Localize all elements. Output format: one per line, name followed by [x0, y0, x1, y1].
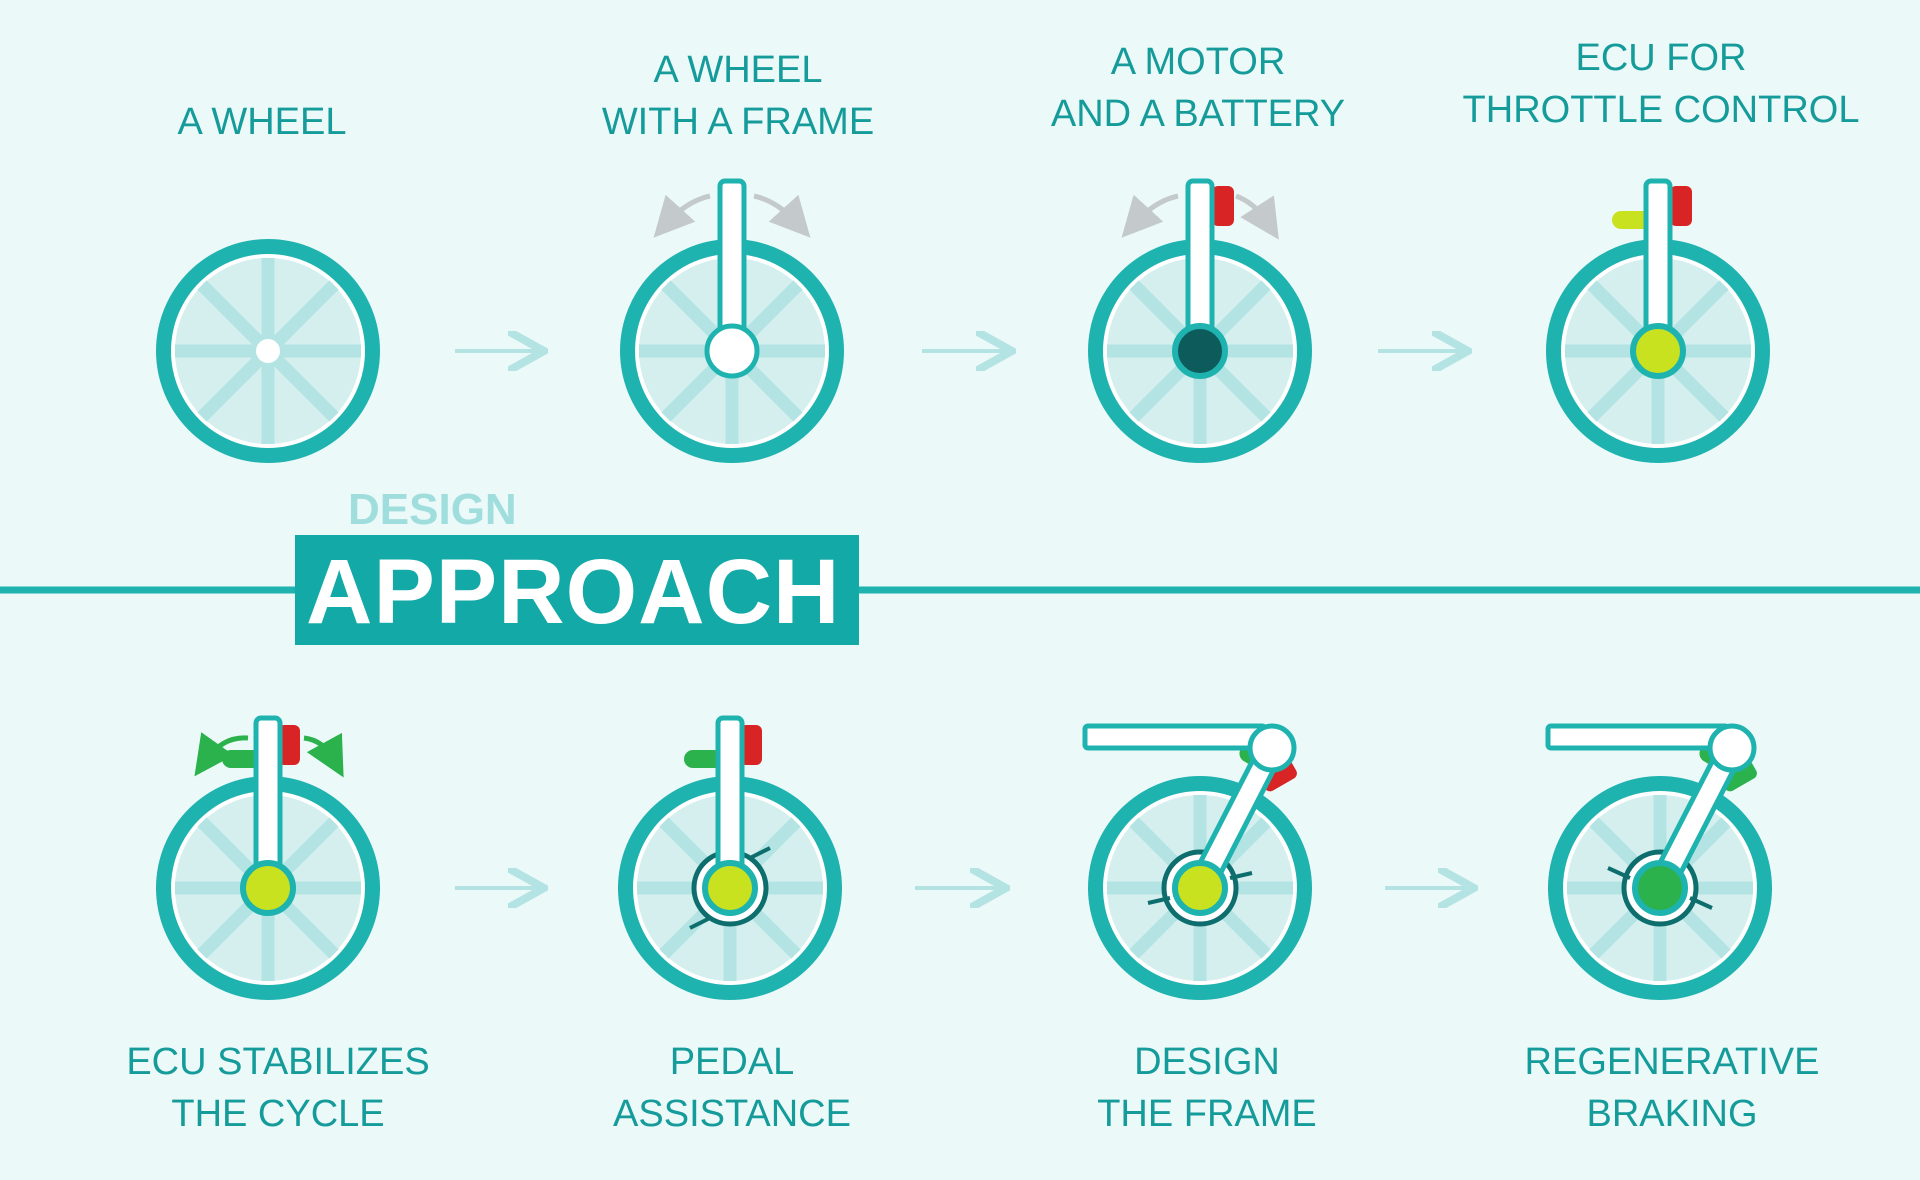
- top-tube-icon: [1545, 723, 1731, 751]
- frame-joint-icon: [1707, 723, 1757, 773]
- motor-icon: [240, 860, 296, 916]
- rotate-left-arrow-icon: [653, 193, 711, 238]
- motor-icon: [702, 860, 758, 916]
- caption-pedal-assistance: PEDAL ASSISTANCE: [613, 1041, 851, 1135]
- pedal-arm-icon: [1147, 896, 1171, 905]
- frame-joint-icon: [1247, 723, 1297, 773]
- battery-icon: [1670, 186, 1692, 226]
- rotate-right-arrow-icon: [1235, 193, 1279, 240]
- caption-wheel-with-frame: A WHEEL WITH A FRAME: [601, 49, 875, 143]
- pedal-arm-icon: [1689, 896, 1713, 910]
- caption-regen-braking: REGENERATIVE BRAKING: [1524, 1041, 1820, 1135]
- title-box: [295, 535, 859, 645]
- wheel-ecu-stabilize-icon: [156, 715, 380, 1000]
- caption-design-frame: DESIGN THE FRAME: [1097, 1041, 1317, 1135]
- wheel-pedal-assist-icon: [618, 715, 842, 1000]
- pedal-arm-icon: [1607, 866, 1631, 880]
- motor-icon: [1630, 323, 1686, 379]
- pedal-arm-icon: [689, 916, 711, 930]
- ecu-icon: [1612, 211, 1652, 229]
- battery-icon: [740, 725, 762, 765]
- wheel-with-frame-icon: [620, 178, 844, 463]
- battery-icon: [1212, 186, 1234, 226]
- pedal-arm-icon: [1229, 871, 1253, 880]
- ecu-icon: [684, 750, 724, 768]
- motor-icon: [1172, 323, 1228, 379]
- battery-icon: [278, 725, 300, 765]
- caption-ecu-throttle: ECU FOR THROTTLE CONTROL: [1462, 37, 1860, 131]
- title-approach: APPROACH: [306, 541, 841, 643]
- wheel-frame-design-icon: [1082, 723, 1312, 1000]
- wheel-ecu-throttle-icon: [1546, 178, 1770, 463]
- top-tube-icon: [1082, 723, 1268, 751]
- motor-icon: [1172, 860, 1228, 916]
- pedal-arm-icon: [749, 846, 771, 860]
- motor-icon: [1632, 860, 1688, 916]
- wheel-regen-braking-icon: [1545, 723, 1772, 1000]
- rotate-left-arrow-icon: [1121, 193, 1179, 238]
- caption-a-wheel: A WHEEL: [177, 101, 347, 143]
- caption-ecu-stabilizes: ECU STABILIZES THE CYCLE: [126, 1041, 430, 1135]
- flow-arrows: [455, 351, 1470, 888]
- wheel-motor-battery-icon: [1088, 178, 1312, 463]
- caption-motor-battery: A MOTOR AND A BATTERY: [1050, 41, 1346, 135]
- title-design: DESIGN: [348, 485, 517, 534]
- stabilize-left-arrow-icon: [194, 732, 249, 777]
- wheel-icon: [156, 239, 380, 463]
- stabilize-right-arrow-icon: [303, 732, 344, 778]
- rotate-right-arrow-icon: [753, 193, 811, 238]
